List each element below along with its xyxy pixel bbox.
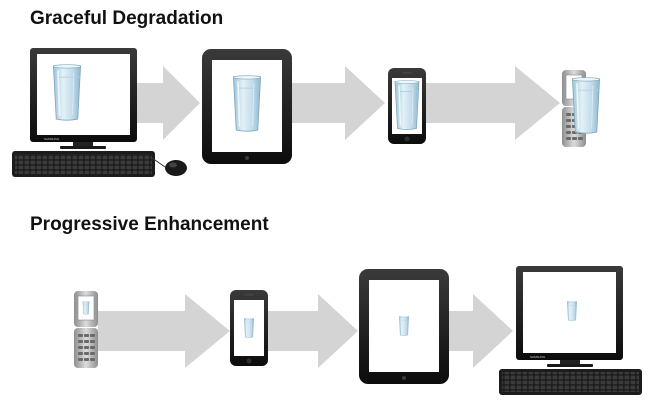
monitor-brand-label: SAMSUNG (44, 137, 60, 141)
graceful-row: SAMSUNG (12, 48, 601, 177)
desktop-computer-icon: SAMSUNG (499, 266, 642, 395)
desktop-computer-icon: SAMSUNG (12, 48, 187, 177)
graceful-degradation-heading: Graceful Degradation (30, 8, 224, 29)
monitor-brand-label: SAMSUNG (530, 355, 546, 359)
arrow-smartphone-to-flipphone (425, 66, 560, 140)
arrow-flipphone-to-smartphone (98, 294, 230, 368)
tablet-icon (202, 49, 292, 164)
arrow-desktop-to-tablet (135, 66, 200, 140)
tablet-icon (359, 269, 449, 384)
flip-phone-icon (74, 291, 98, 368)
arrow-tablet-to-smartphone (290, 66, 385, 140)
arrow-tablet-to-desktop (448, 294, 513, 368)
smartphone-icon (388, 68, 426, 144)
progressive-row: SAMSUNG (74, 266, 642, 395)
smartphone-icon (230, 290, 268, 366)
progressive-enhancement-heading: Progressive Enhancement (30, 214, 269, 235)
arrow-smartphone-to-tablet (268, 294, 358, 368)
flip-phone-icon (562, 70, 601, 147)
